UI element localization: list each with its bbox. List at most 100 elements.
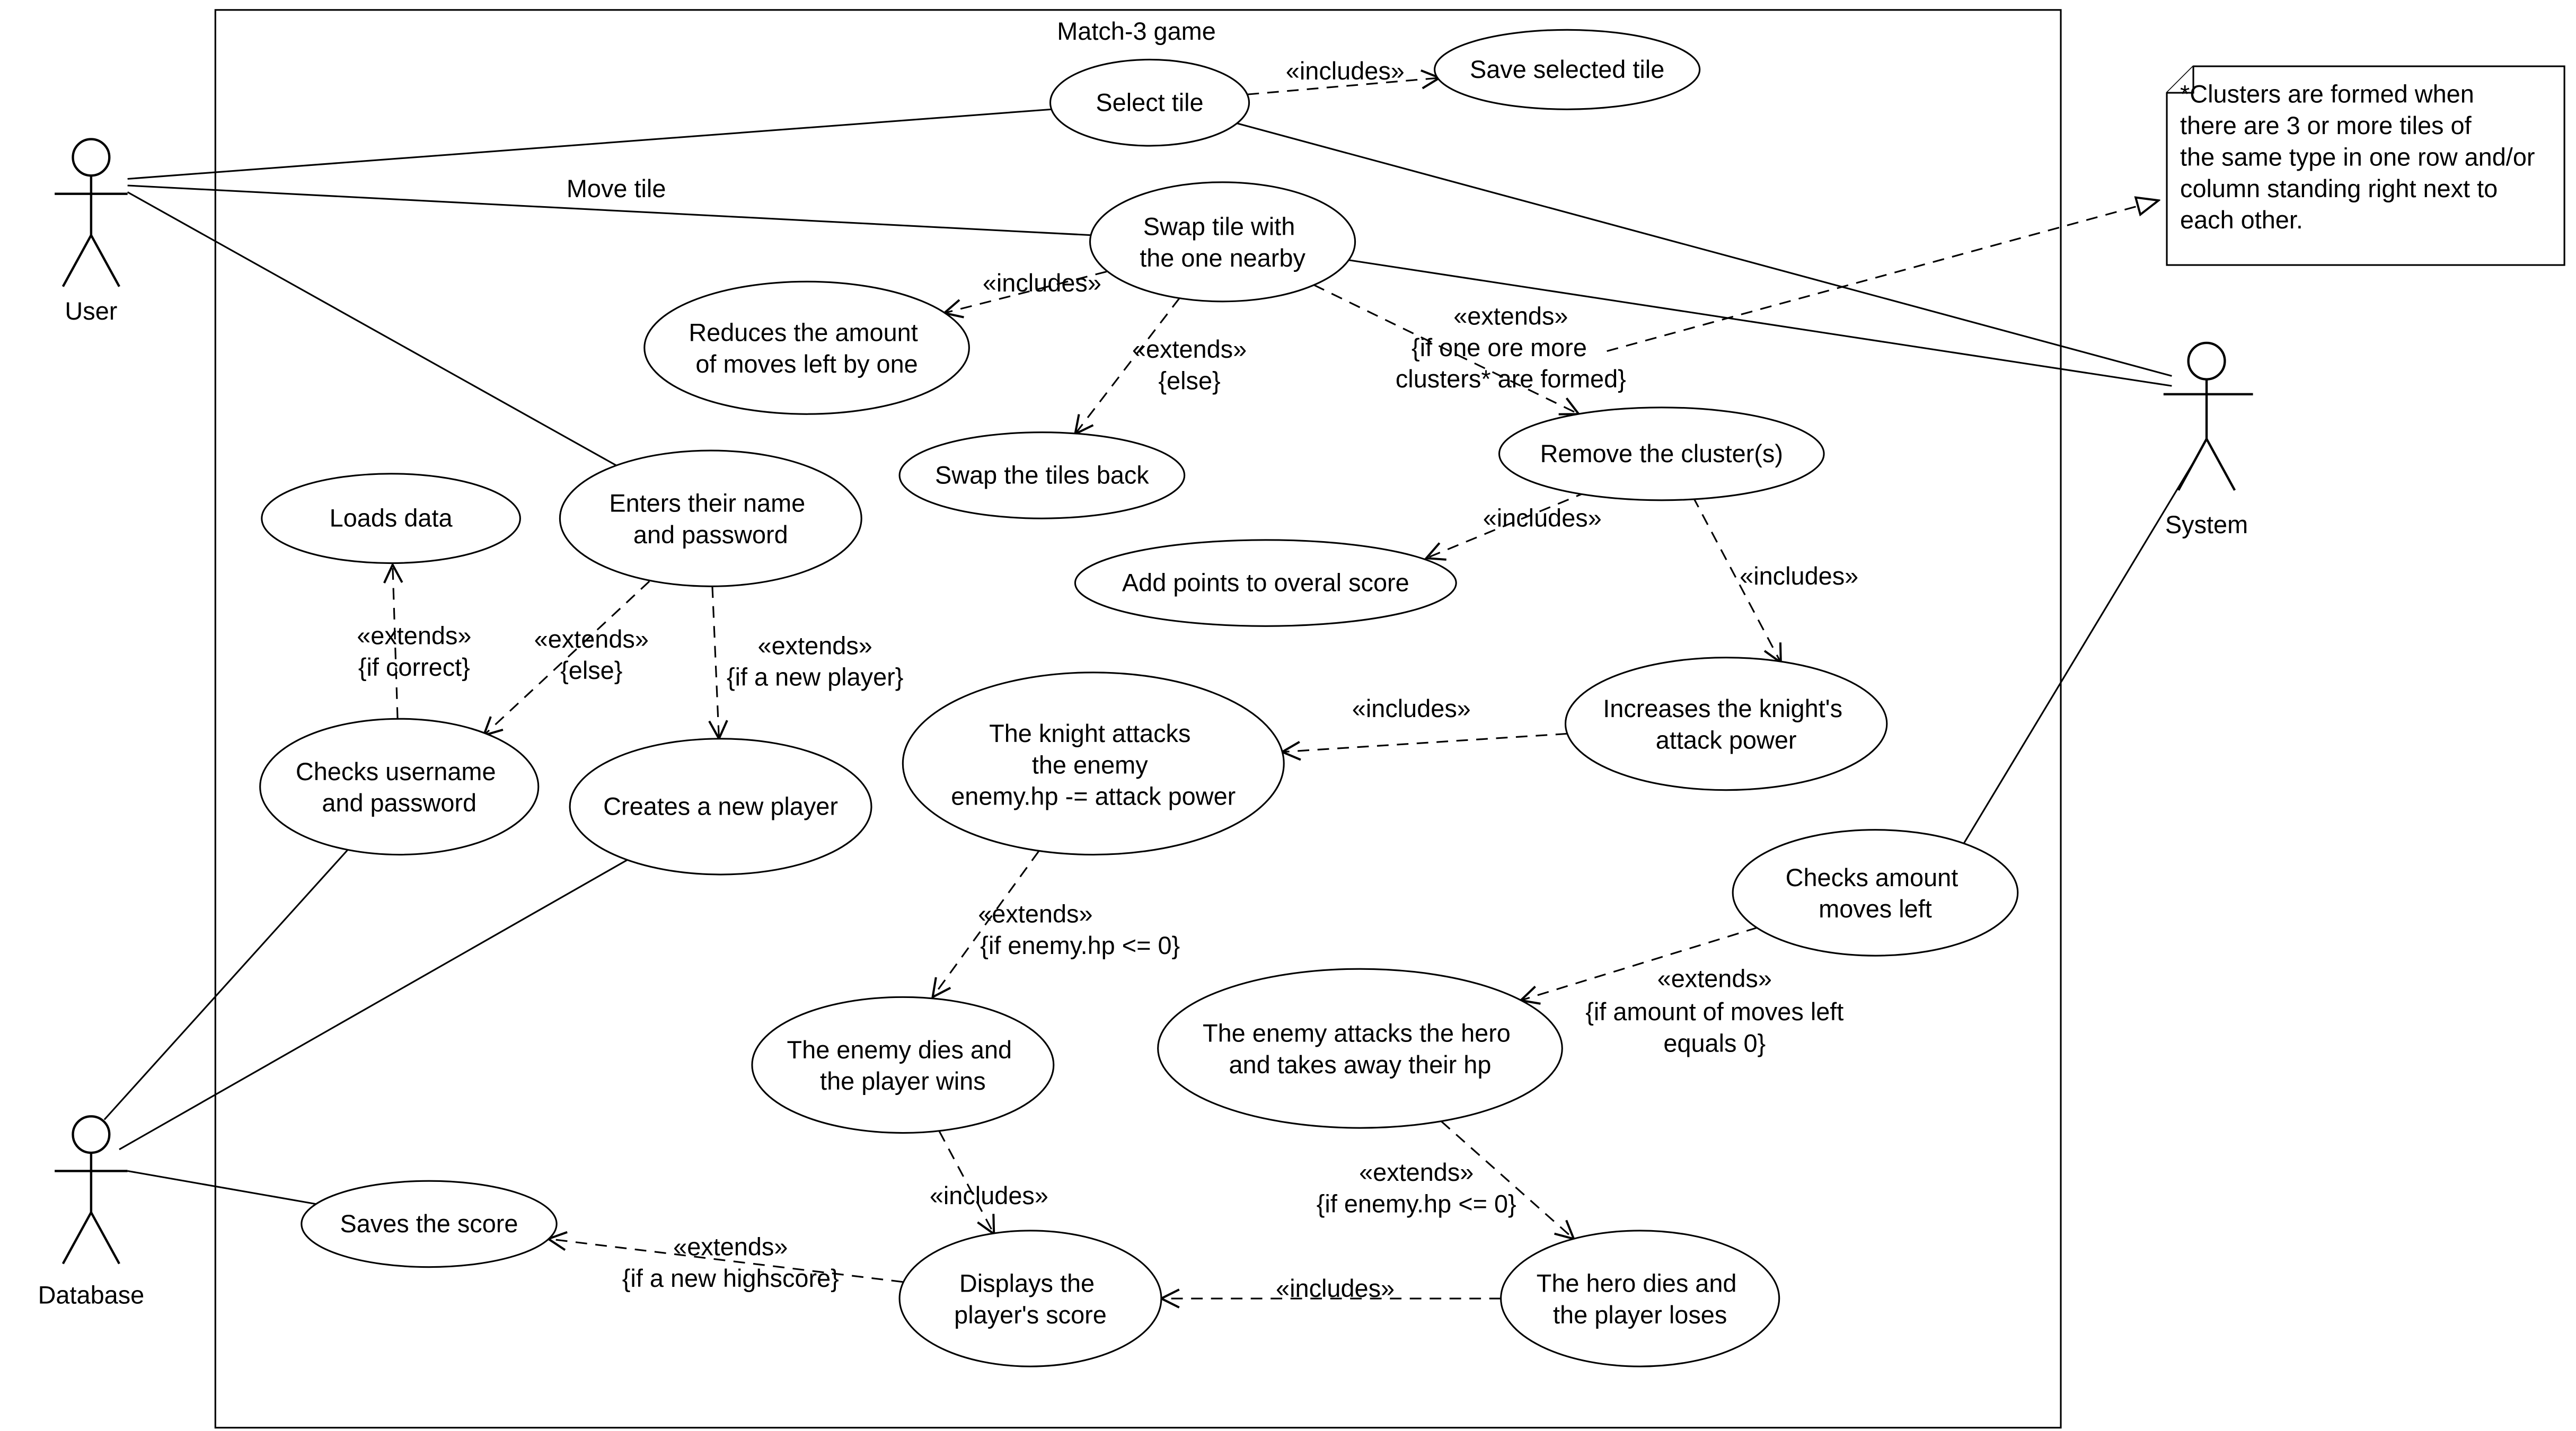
usecase-enemy-dies-shape: [751, 996, 1055, 1134]
usecase-hero-dies-shape: [1500, 1230, 1780, 1367]
usecase-select-tile: Select tile: [1049, 58, 1250, 147]
association-system-swap-tile: [1348, 259, 2172, 387]
usecase-checks-username-shape: [259, 718, 540, 856]
usecase-enters-name-label: Enters their name and password: [609, 490, 812, 549]
usecase-displays-score-shape: [898, 1230, 1162, 1367]
label-includes-select-save: «includes»: [1286, 57, 1405, 85]
usecase-swap-back-shape: [898, 431, 1186, 519]
usecase-remove-clusters: Remove the cluster(s): [1498, 407, 1825, 501]
dependency-swap-reduces: [944, 270, 1107, 313]
dependency-enemyattacks-herodies: [1441, 1120, 1574, 1239]
label-extends-enters-creates: «extends»: [758, 632, 872, 659]
usecase-swap-tile-shape: [1089, 181, 1356, 303]
label-extends-swap-remove: «extends»: [1453, 303, 1568, 330]
usecase-enemy-attacks: The enemy attacks the hero and takes awa…: [1157, 968, 1563, 1129]
usecase-displays-score-label: Displays the player's score: [954, 1270, 1107, 1329]
label-if-moves-1: {if amount of moves left: [1585, 998, 1843, 1026]
label-if-moves-2: equals 0}: [1663, 1029, 1766, 1057]
usecase-knight-attacks-shape: [902, 672, 1285, 856]
label-if-clusters-2: clusters* are formed}: [1396, 365, 1626, 393]
label-includes-remove-increases: «includes»: [1740, 562, 1858, 590]
association-database-saves-score: [127, 1170, 317, 1205]
actor-user-figure: [55, 138, 128, 287]
dependency-increases-knight: [1282, 732, 1567, 752]
note-anchor-line: [1607, 200, 2159, 352]
association-user-swap-tile: [127, 184, 1092, 236]
actor-user: User: [55, 138, 128, 325]
system-boundary: [214, 9, 2062, 1429]
label-if-correct: {if correct}: [358, 653, 470, 681]
label-if-enemyhp-hero: {if enemy.hp <= 0}: [1317, 1190, 1516, 1218]
usecase-creates-player-label: Creates a new player: [603, 793, 838, 820]
usecase-creates-player: Creates a new player: [569, 738, 872, 876]
usecase-hero-dies: The hero dies and the player loses: [1500, 1230, 1780, 1367]
usecase-increases-attack-shape: [1564, 657, 1888, 791]
usecase-reduces-moves: Reduces the amount of moves left by one: [643, 280, 970, 415]
actor-database-figure: [55, 1115, 128, 1265]
label-includes-swap-reduces: «includes»: [983, 269, 1101, 297]
dependency-swap-remove: [1313, 284, 1578, 414]
usecase-loads-data-label: Loads data: [330, 505, 453, 532]
actor-system: System: [2163, 341, 2253, 538]
usecase-loads-data: Loads data: [261, 473, 521, 564]
usecase-swap-back: Swap the tiles back: [898, 431, 1186, 519]
usecase-loads-data-shape: [261, 473, 521, 564]
usecase-knight-attacks-label: The knight attacks the enemy enemy.hp -=…: [951, 720, 1236, 810]
association-database-creates-player: [119, 859, 629, 1151]
note-clusters: *Clusters are formed when there are 3 or…: [2166, 65, 2565, 266]
actor-system-label: System: [2165, 511, 2248, 538]
usecase-saves-score: Saves the score: [301, 1180, 558, 1268]
dependency-swap-swapback: [1075, 297, 1180, 434]
label-includes-increases-knight: «includes»: [1352, 695, 1471, 722]
usecase-save-selected-tile-shape: [1434, 29, 1701, 110]
association-system-checks-moves: [1962, 456, 2198, 845]
system-boundary-title: Match-3 game: [1057, 17, 1216, 45]
dependency-remove-increases: [1692, 496, 1781, 663]
usecase-swap-tile-label: Swap tile with the one nearby: [1140, 213, 1305, 272]
association-database-checks-username: [103, 849, 349, 1120]
label-else-swap-back: {else}: [1158, 367, 1220, 394]
note-clusters-fold: [2167, 66, 2194, 94]
usecase-reduces-moves-label: Reduces the amount of moves left by one: [689, 319, 924, 378]
dependency-select-save: [1247, 78, 1440, 95]
dependency-enters-checksuser: [484, 580, 650, 736]
dependencies: [393, 78, 2159, 1298]
usecase-add-points-shape: [1074, 539, 1457, 627]
usecase-saves-score-shape: [301, 1180, 558, 1268]
usecase-swap-back-label: Swap the tiles back: [935, 462, 1149, 489]
label-if-new-highscore: {if a new highscore}: [622, 1265, 839, 1292]
label-includes-enemydies-displays: «includes»: [930, 1182, 1048, 1209]
actor-database-label: Database: [38, 1281, 145, 1309]
usecase-swap-tile: Swap tile with the one nearby: [1089, 181, 1356, 303]
usecase-checks-username: Checks username and password: [259, 718, 540, 856]
usecase-select-tile-label: Select tile: [1096, 89, 1203, 116]
usecase-reduces-moves-shape: [643, 280, 970, 415]
usecase-add-points-label: Add points to overal score: [1122, 569, 1409, 597]
note-clusters-shape: [2166, 65, 2565, 266]
usecase-checks-moves: Checks amount moves left: [1732, 829, 2019, 957]
label-if-new-player: {if a new player}: [727, 664, 903, 691]
associations: [103, 108, 2198, 1205]
use-cases: Select tile Save selected tile Swap tile…: [259, 29, 2019, 1367]
usecase-displays-score: Displays the player's score: [898, 1230, 1162, 1367]
usecase-checks-username-label: Checks username and password: [296, 758, 503, 817]
usecase-enters-name: Enters their name and password: [559, 449, 862, 587]
label-else-enters-checksuser: {else}: [560, 657, 622, 684]
dependency-remove-addpoints: [1426, 491, 1587, 558]
usecase-enters-name-shape: [559, 449, 862, 587]
edge-labels: Move tile «includes» «includes» «extends…: [357, 57, 1858, 1302]
dependency-checksmoves-enemyattacks: [1521, 926, 1758, 1001]
usecase-knight-attacks: The knight attacks the enemy enemy.hp -=…: [902, 672, 1285, 856]
label-extends-enemyattacks-herodies: «extends»: [1359, 1159, 1474, 1186]
usecase-select-tile-shape: [1049, 58, 1250, 147]
usecase-saves-score-label: Saves the score: [340, 1210, 518, 1238]
label-extends-moves-enemyattacks: «extends»: [1657, 965, 1772, 993]
label-extends-checksuser-loads: «extends»: [357, 622, 471, 650]
usecase-remove-clusters-label: Remove the cluster(s): [1540, 440, 1783, 467]
label-extends-displays-saves: «extends»: [673, 1233, 788, 1261]
association-user-enters-name: [127, 191, 617, 466]
usecase-checks-moves-shape: [1732, 829, 2019, 957]
usecase-save-selected-tile: Save selected tile: [1434, 29, 1701, 110]
actor-system-figure: [2163, 341, 2253, 491]
